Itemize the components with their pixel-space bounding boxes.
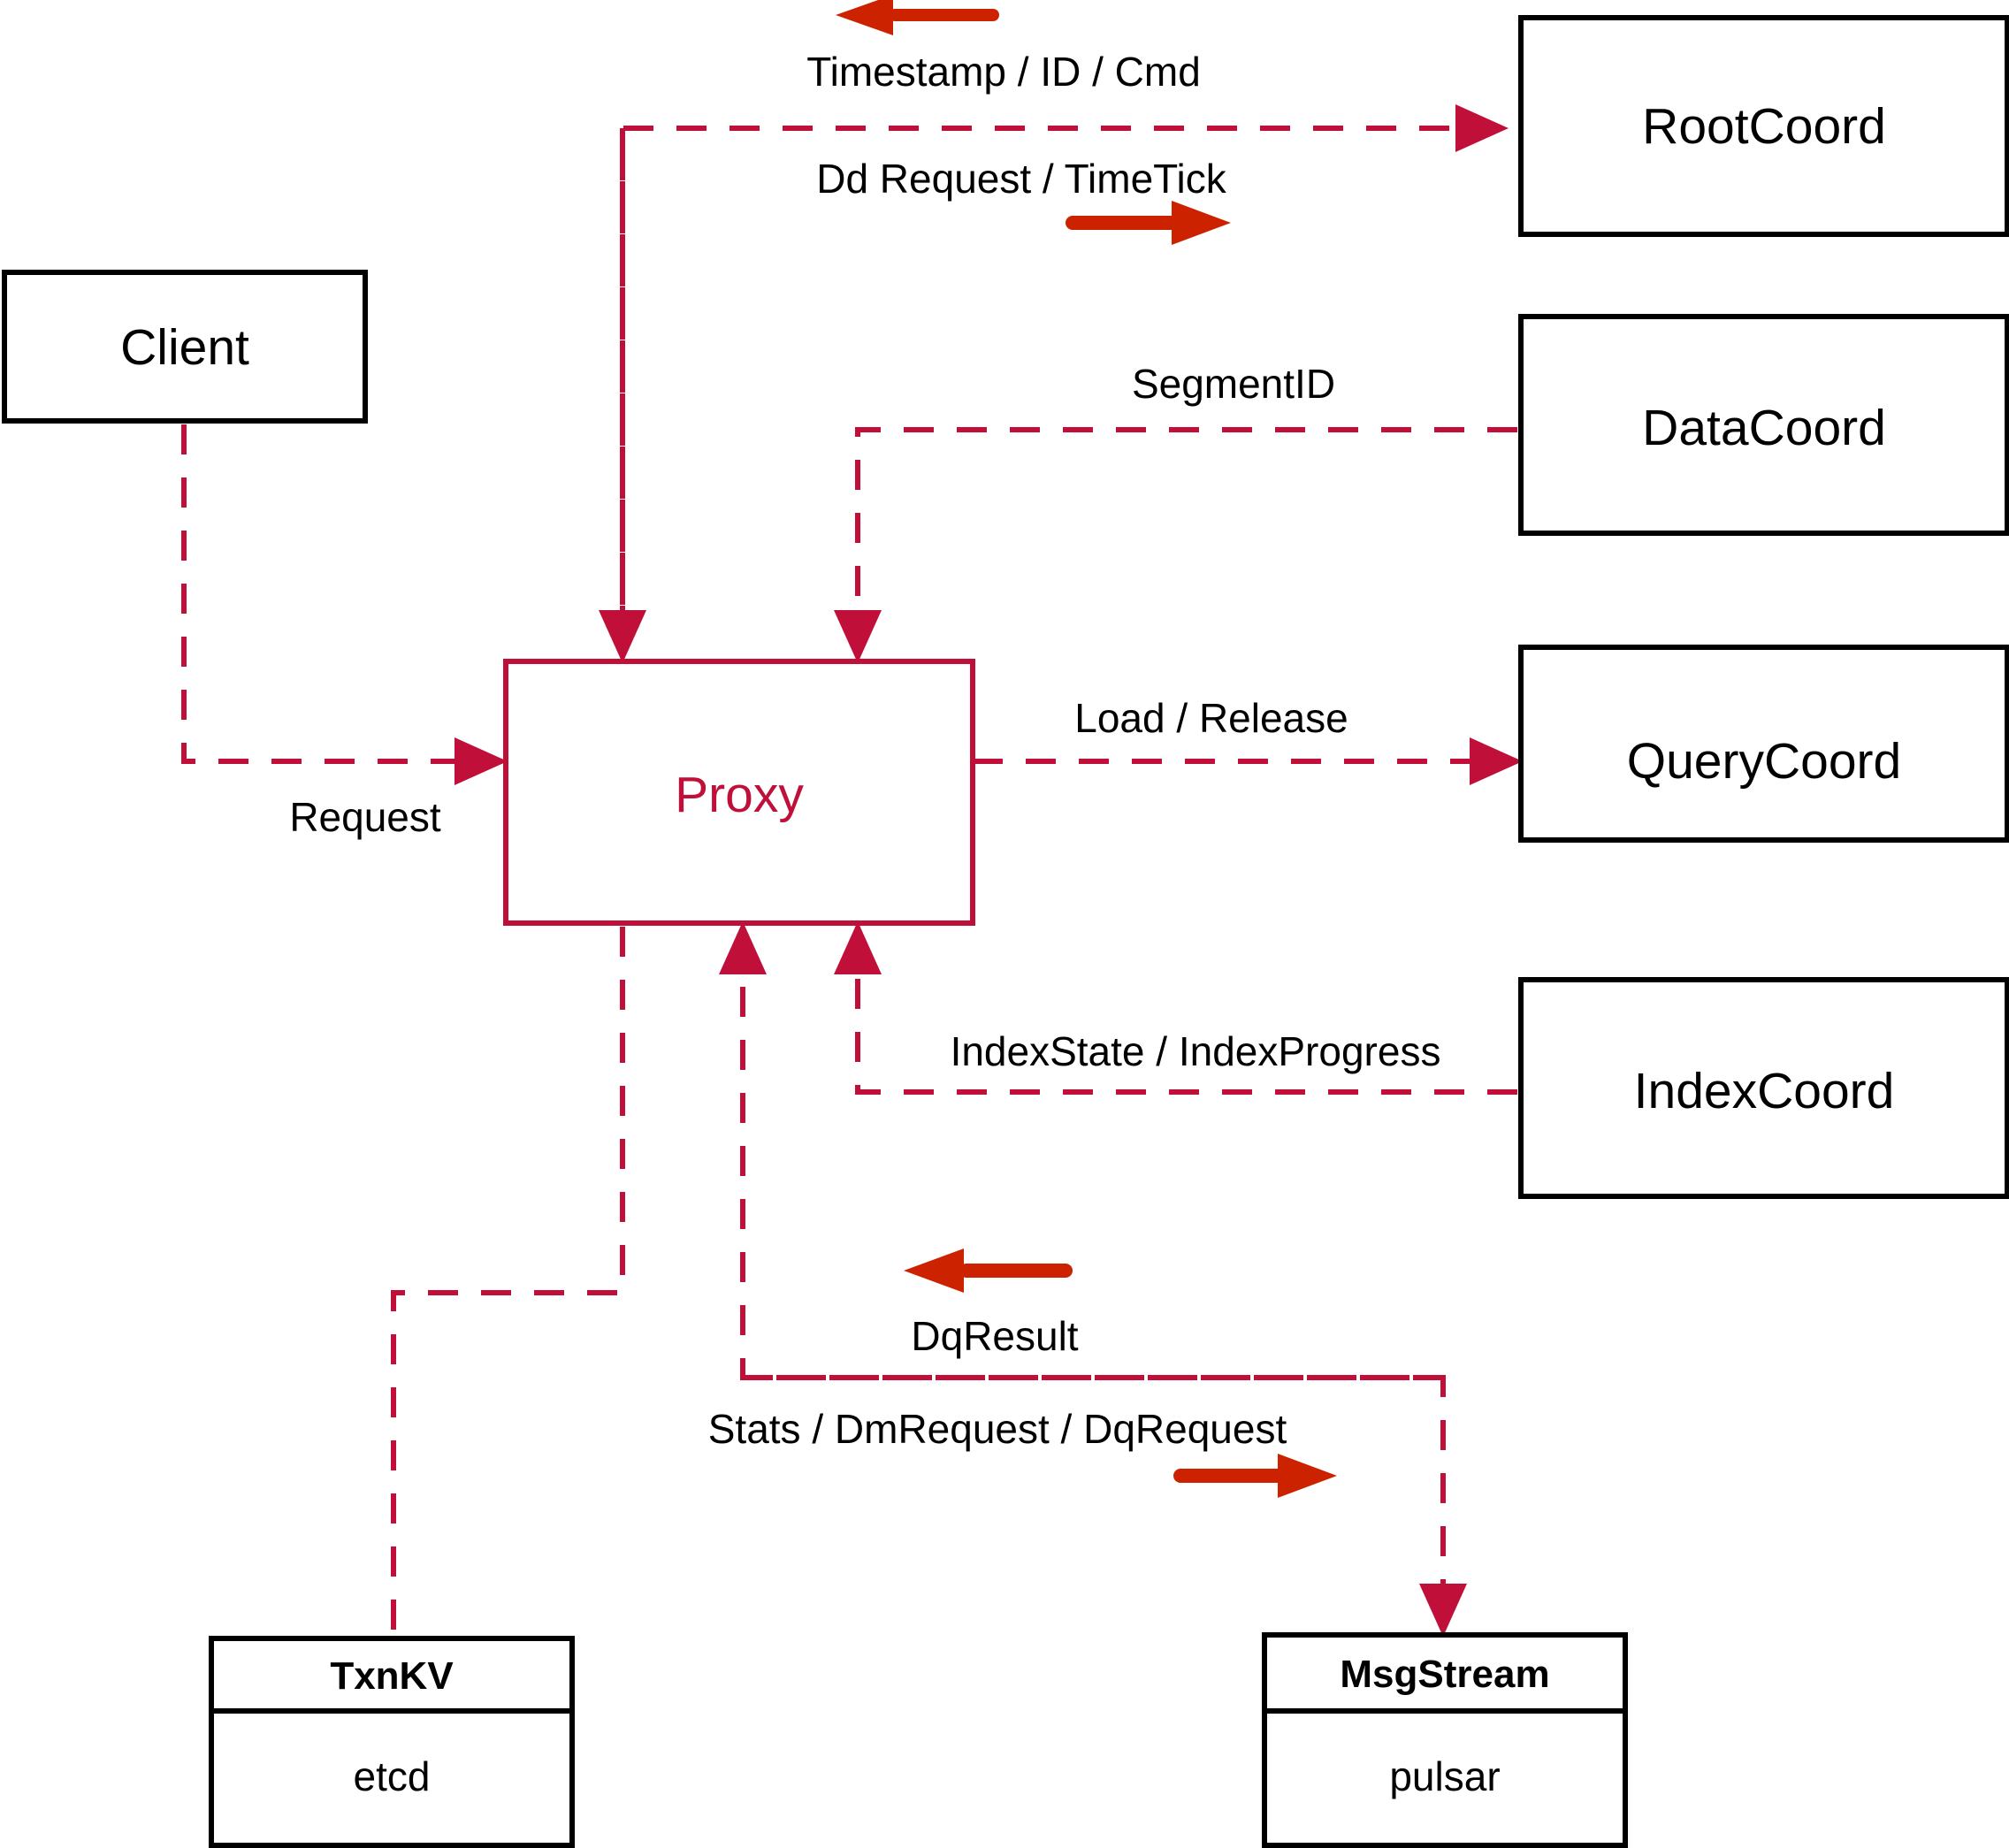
edge-label-load-release: Load / Release [1074,695,1348,741]
node-client-label: Client [120,319,249,376]
node-indexcoord[interactable]: IndexCoord [1518,977,2009,1199]
node-querycoord-label: QueryCoord [1627,733,1901,790]
node-txnkv-label: TxnKV [330,1654,454,1698]
edge-label-index-state-progress: IndexState / IndexProgress [951,1028,1441,1074]
edge-msgstream-to-proxy [719,921,1443,1380]
edge-indexcoord-to-proxy [834,921,1517,1095]
node-proxy[interactable]: Proxy [503,659,975,926]
node-datacoord-label: DataCoord [1642,400,1886,456]
node-msgstream-impl: pulsar [1389,1753,1500,1799]
node-txnkv-impl: etcd [354,1753,431,1799]
direction-arrow-right-dqrequest [1173,1454,1337,1498]
node-proxy-label: Proxy [675,767,804,823]
node-indexcoord-label: IndexCoord [1634,1063,1895,1119]
edge-label-request: Request [289,794,441,840]
node-client[interactable]: Client [2,270,368,424]
edge-proxy-to-txnkv [391,927,625,1636]
edge-label-stats-dm-dq-request: Stats / DmRequest / DqRequest [708,1406,1287,1452]
node-datacoord[interactable]: DataCoord [1518,314,2009,536]
edge-label-dq-result: DqResult [911,1313,1078,1359]
node-msgstream-label: MsgStream [1340,1653,1549,1696]
node-querycoord[interactable]: QueryCoord [1518,645,2009,843]
edge-proxy-to-rootcoord [620,104,1509,658]
edge-label-dd-request-timetick: Dd Request / TimeTick [816,156,1227,202]
edge-datacoord-to-proxy [834,427,1517,663]
direction-arrow-left-dqresult [904,1249,1073,1293]
node-txnkv[interactable]: TxnKV etcd [209,1636,575,1848]
node-msgstream[interactable]: MsgStream pulsar [1262,1632,1628,1848]
edge-client-to-proxy [181,424,508,785]
direction-arrow-right-ddrequest [1066,201,1231,245]
edge-label-segment-id: SegmentID [1132,361,1335,407]
direction-arrow-left-timestamp [836,0,999,35]
edge-proxy-to-msgstream [743,1375,1467,1637]
node-rootcoord-label: RootCoord [1642,98,1886,155]
edge-label-timestamp-id-cmd: Timestamp / ID / Cmd [806,49,1201,95]
node-rootcoord[interactable]: RootCoord [1518,15,2009,237]
